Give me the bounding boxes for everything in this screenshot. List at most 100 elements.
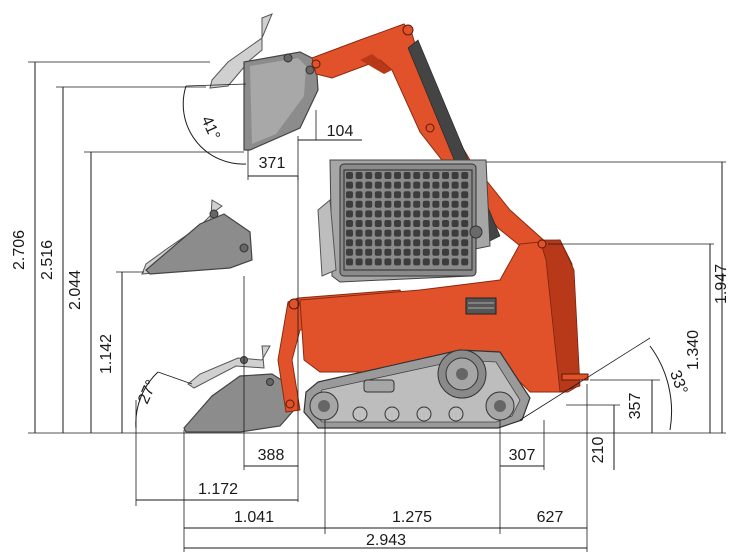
cage-cell xyxy=(384,200,392,208)
cage-cell xyxy=(355,191,363,199)
cage-cell xyxy=(374,248,382,256)
right-dimension-lines xyxy=(613,162,723,470)
cage-cell xyxy=(451,191,459,199)
cage-cell xyxy=(442,210,449,218)
cage-cell xyxy=(413,239,421,247)
dim-388-label: 388 xyxy=(258,447,285,464)
dim-2943-label: 2.943 xyxy=(366,532,406,549)
cage-cell xyxy=(394,181,401,189)
angle-33-arc xyxy=(519,337,673,431)
cage-cell xyxy=(403,220,411,227)
cage-cell xyxy=(365,172,373,179)
cage-cell xyxy=(394,248,401,256)
cage-cell xyxy=(384,172,392,179)
cage-cell xyxy=(355,172,363,179)
cage-cell xyxy=(432,220,440,227)
cage-cell xyxy=(451,248,459,256)
cage-cell xyxy=(403,248,411,256)
cage-cell xyxy=(403,229,411,237)
cab xyxy=(317,159,491,283)
cage-cell xyxy=(384,248,392,256)
cage-cell xyxy=(355,181,363,189)
cage-cell xyxy=(365,229,373,237)
cage-cell xyxy=(432,181,440,189)
height-210-label: 210 xyxy=(590,437,607,464)
cage-cell xyxy=(403,200,411,208)
cage-cell xyxy=(374,220,382,227)
cage-cell xyxy=(422,181,430,189)
cage-cell xyxy=(365,248,373,256)
cage-cell xyxy=(422,172,430,179)
cage-cell xyxy=(442,258,449,266)
cage-cell xyxy=(374,181,382,189)
cage-cell xyxy=(422,220,430,227)
height-357-label: 357 xyxy=(627,393,644,420)
track-assembly xyxy=(303,349,531,429)
cage-cell xyxy=(365,210,373,218)
dim-1172-label: 1.172 xyxy=(198,481,238,498)
cage-cell xyxy=(394,239,401,247)
cage-cell xyxy=(374,191,382,199)
height-1340-label: 1.340 xyxy=(685,330,702,370)
cage-cell xyxy=(442,172,449,179)
cage-cell xyxy=(451,210,459,218)
dim-371-label: 371 xyxy=(259,155,286,172)
bucket-ground xyxy=(183,345,295,433)
loader-illustration xyxy=(141,13,589,433)
cage-cell xyxy=(365,220,373,227)
cage-cell xyxy=(403,210,411,218)
cage-cell xyxy=(355,239,363,247)
cage-cell xyxy=(355,229,363,237)
height-2516-label: 2.516 xyxy=(39,240,56,280)
loader-body xyxy=(299,239,589,393)
cage-cell xyxy=(451,181,459,189)
cage-cell xyxy=(394,191,401,199)
cage-cell xyxy=(451,229,459,237)
cage-cell xyxy=(461,172,469,179)
cage-cell xyxy=(346,248,353,256)
cage-cell xyxy=(365,191,373,199)
cage-cell xyxy=(442,191,449,199)
cage-cell xyxy=(451,239,459,247)
angle-41-arc xyxy=(182,83,247,165)
cage-cell xyxy=(422,229,430,237)
cage-cell xyxy=(346,229,353,237)
cage-cell xyxy=(461,191,469,199)
cage-cell xyxy=(422,191,430,199)
cage-cell xyxy=(374,200,382,208)
cab-cage-grid xyxy=(343,169,473,271)
cage-cell xyxy=(422,258,430,266)
cage-cell xyxy=(432,248,440,256)
cage-cell xyxy=(461,181,469,189)
cage-cell xyxy=(346,210,353,218)
cage-cell xyxy=(346,220,353,227)
cage-cell xyxy=(346,172,353,179)
cage-cell xyxy=(442,220,449,227)
cage-cell xyxy=(461,200,469,208)
cage-cell xyxy=(451,258,459,266)
cage-cell xyxy=(461,229,469,237)
cage-cell xyxy=(384,191,392,199)
top-horizontal-dims xyxy=(247,110,362,180)
height-1947-label: 1.947 xyxy=(713,264,730,304)
cage-cell xyxy=(394,220,401,227)
cage-cell xyxy=(403,239,411,247)
cage-cell xyxy=(451,172,459,179)
height-2706-label: 2.706 xyxy=(11,230,28,270)
cage-cell xyxy=(413,229,421,237)
cage-cell xyxy=(442,248,449,256)
height-extension-lines xyxy=(28,61,244,273)
cage-cell xyxy=(413,181,421,189)
cage-cell xyxy=(365,181,373,189)
cage-cell xyxy=(461,239,469,247)
cage-cell xyxy=(365,200,373,208)
cage-cell xyxy=(413,220,421,227)
angle-41-label: 41° xyxy=(197,114,222,143)
cage-cell xyxy=(422,210,430,218)
cage-cell xyxy=(451,220,459,227)
cage-cell xyxy=(365,258,373,266)
cage-cell xyxy=(442,239,449,247)
cage-cell xyxy=(355,248,363,256)
cage-cell xyxy=(413,248,421,256)
